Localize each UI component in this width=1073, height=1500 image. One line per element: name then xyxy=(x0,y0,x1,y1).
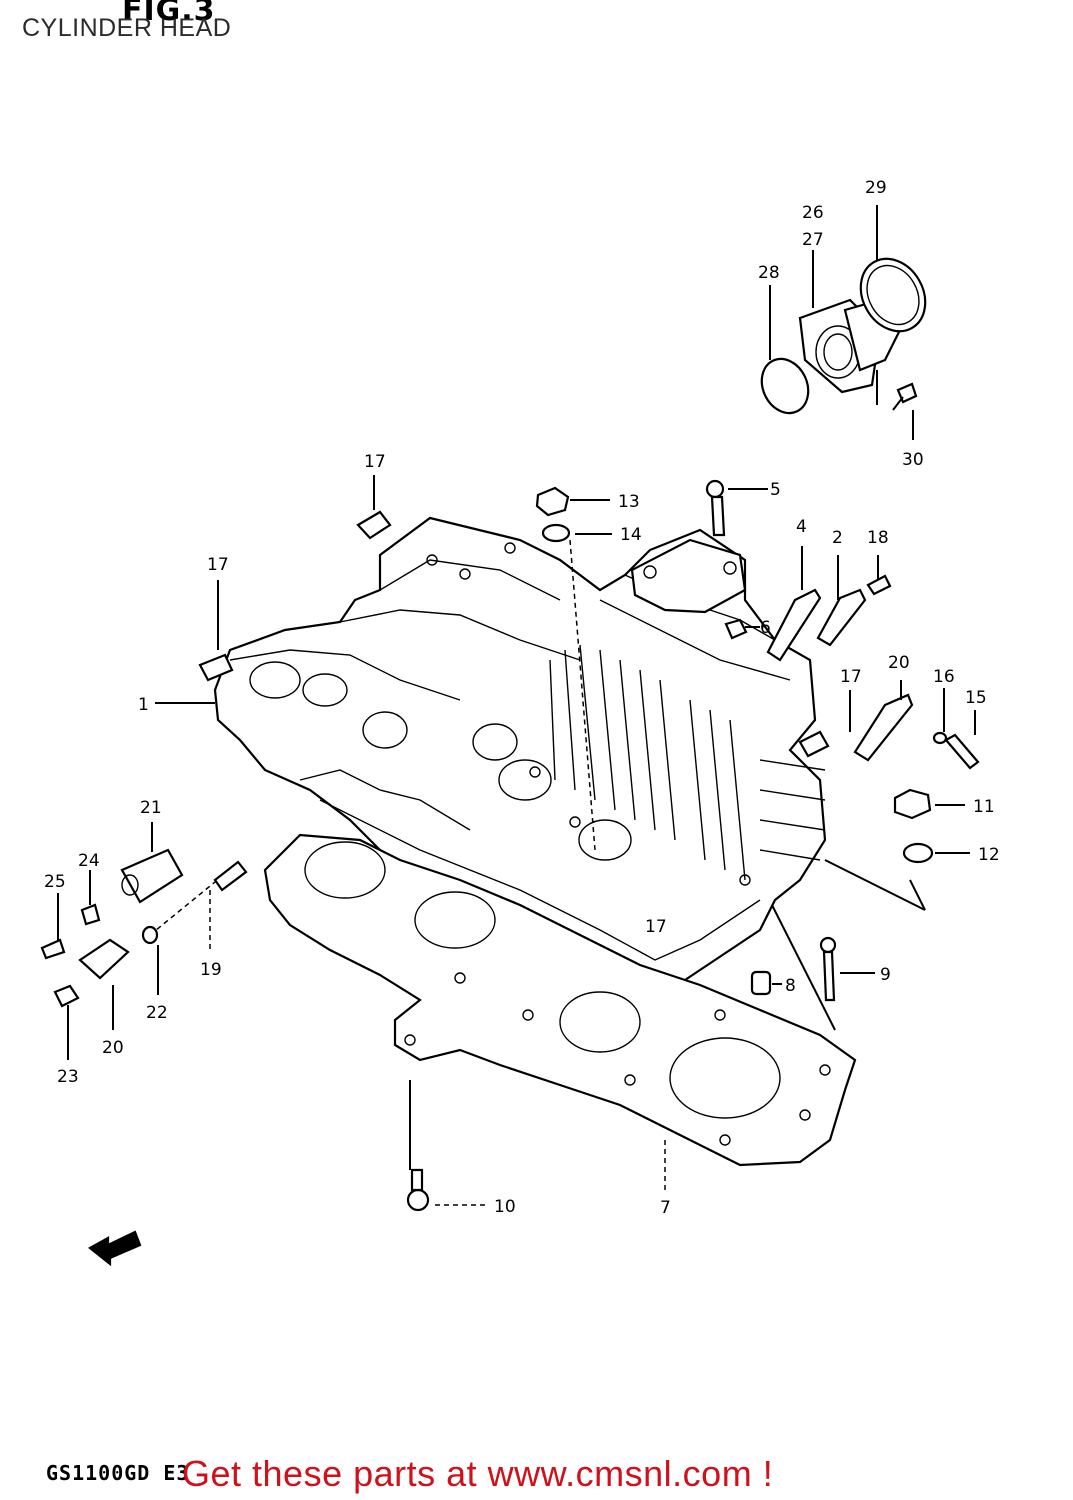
small-parts xyxy=(40,479,980,1267)
dowel-17-right xyxy=(798,730,830,758)
callout-10: 10 xyxy=(494,1197,516,1217)
bolt-9-head xyxy=(819,936,837,954)
callout-20-left: 20 xyxy=(102,1038,124,1058)
callout-11: 11 xyxy=(973,797,995,817)
washer-16 xyxy=(932,731,948,745)
oil-pipe-19 xyxy=(213,860,248,892)
fitting-20 xyxy=(78,938,130,980)
sensor-2 xyxy=(816,588,867,647)
tube-4 xyxy=(766,588,822,662)
callout-25: 25 xyxy=(44,872,66,892)
callout-14: 14 xyxy=(620,525,642,545)
callout-18: 18 xyxy=(867,528,889,548)
model-code: GS1100GD E3 xyxy=(46,1461,190,1485)
cap-11 xyxy=(893,788,932,820)
callout-26: 26 xyxy=(802,203,824,223)
callout-12: 12 xyxy=(978,845,1000,865)
bolt-25 xyxy=(40,938,66,960)
callout-5: 5 xyxy=(770,480,781,500)
callout-labels: 1 2 4 5 6 7 8 9 10 11 12 13 14 15 16 17 … xyxy=(44,178,1000,1218)
dowel-17-left xyxy=(198,653,234,682)
callout-6: 6 xyxy=(760,618,771,638)
callout-17-right: 17 xyxy=(840,667,862,687)
banjo-21 xyxy=(120,848,184,904)
o-ring-28 xyxy=(760,357,810,415)
nut-6 xyxy=(724,618,748,640)
callout-8: 8 xyxy=(785,976,796,996)
plug-20 xyxy=(853,693,914,762)
washer-22 xyxy=(141,925,159,945)
figure-title: FIG.3 xyxy=(122,0,216,28)
callout-28: 28 xyxy=(758,263,780,283)
callout-24: 24 xyxy=(78,851,100,871)
callout-16: 16 xyxy=(933,667,955,687)
callout-22: 22 xyxy=(146,1003,168,1023)
callout-9: 9 xyxy=(880,965,891,985)
callout-4: 4 xyxy=(796,517,807,537)
callout-17-top: 17 xyxy=(364,452,386,472)
head-gasket xyxy=(263,833,857,1167)
callout-19: 19 xyxy=(200,960,222,980)
footer-promo-link[interactable]: Get these parts at www.cmsnl.com ! xyxy=(182,1453,774,1494)
callout-7: 7 xyxy=(660,1198,671,1218)
callout-29: 29 xyxy=(865,178,887,198)
callout-17-center: 17 xyxy=(645,917,667,937)
callout-17-left: 17 xyxy=(207,555,229,575)
terminal-18 xyxy=(866,574,892,596)
figure-caption: CYLINDER HEAD xyxy=(22,14,232,42)
callout-2: 2 xyxy=(832,528,843,548)
washer-24 xyxy=(80,903,101,926)
bolt-5-head xyxy=(705,479,725,499)
nut-23 xyxy=(53,984,80,1008)
callout-21: 21 xyxy=(140,798,162,818)
intake-pipe-assembly xyxy=(760,257,927,415)
washer-12 xyxy=(902,842,934,864)
bolt-10-head xyxy=(406,1188,430,1212)
sleeve-8 xyxy=(750,970,772,996)
washer-14 xyxy=(541,523,571,543)
dowel-17-top xyxy=(356,510,392,540)
front-arrow-icon xyxy=(88,1230,142,1267)
callout-23: 23 xyxy=(57,1067,79,1087)
leader-lines xyxy=(57,205,976,1206)
callout-30: 30 xyxy=(902,450,924,470)
bolt-15 xyxy=(944,733,980,770)
callout-13: 13 xyxy=(618,492,640,512)
cap-nut-13 xyxy=(535,486,570,517)
callout-20-right: 20 xyxy=(888,653,910,673)
callout-1: 1 xyxy=(138,695,149,715)
cylinder-head-block xyxy=(213,516,827,1002)
callout-15: 15 xyxy=(965,688,987,708)
callout-27: 27 xyxy=(802,230,824,250)
